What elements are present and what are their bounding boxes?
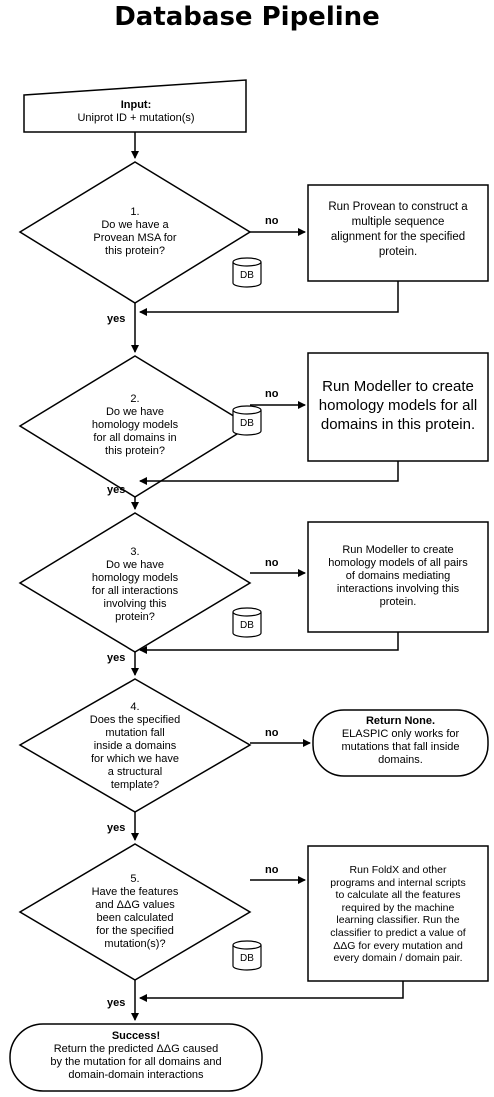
action-box-3 <box>307 521 489 633</box>
db-label: DB <box>240 270 254 281</box>
db-label: DB <box>240 418 254 429</box>
edge-label-yes: yes <box>107 822 126 834</box>
action-text-1: Run Provean to construct a multiple sequ… <box>328 201 468 258</box>
db-label: DB <box>240 620 254 631</box>
database-icon <box>232 257 262 288</box>
page-title: Database Pipeline <box>114 2 380 32</box>
connector-return-3 <box>139 632 399 654</box>
decision-text-4: 4. Does the specified mutation fall insi… <box>89 701 181 791</box>
database-icon <box>232 607 262 638</box>
input-text: Uniprot ID + mutation(s) <box>77 112 195 124</box>
connector-return-1 <box>139 281 399 316</box>
edge-label-no: no <box>265 727 279 739</box>
action-text-3: Run Modeller to create homology models o… <box>328 544 468 608</box>
edge-label-no: no <box>265 557 279 569</box>
success-heading: Success! <box>111 1030 161 1042</box>
edge-label-no: no <box>265 864 279 876</box>
edge-label-yes: yes <box>107 484 126 496</box>
action-box-2 <box>307 352 489 462</box>
connector-return-2 <box>139 461 399 485</box>
input-box <box>23 79 247 133</box>
input-heading: Input: <box>120 99 152 111</box>
input-label: Input: Uniprot ID + mutation(s) <box>30 99 242 125</box>
action-text-2: Run Modeller to create homology models f… <box>318 378 478 433</box>
edge-label-no: no <box>265 388 279 400</box>
decision-text-3: 3. Do we have homology models for all in… <box>91 546 179 623</box>
database-icon <box>232 405 262 436</box>
edge-label-no: no <box>265 215 279 227</box>
success-text: Success! Return the predicted ΔΔG caused… <box>14 1030 258 1082</box>
decision-text-5: 5. Have the features and ΔΔG values been… <box>91 873 179 950</box>
connector-return-5 <box>139 981 404 1002</box>
action-box-5 <box>307 845 489 982</box>
decision-text-2: 2. Do we have homology models for all do… <box>91 393 179 457</box>
database-icon <box>232 940 262 971</box>
terminal-return-none <box>312 709 489 777</box>
return-none-heading: Return None. <box>365 715 436 727</box>
edge-label-yes: yes <box>107 313 126 325</box>
action-box-1 <box>307 184 489 282</box>
db-label: DB <box>240 953 254 964</box>
return-none-text: Return None. ELASPIC only works for muta… <box>318 715 483 767</box>
terminal-success <box>9 1023 263 1092</box>
decision-text-1: 1. Do we have a Provean MSA for this pro… <box>93 206 177 257</box>
edge-label-yes: yes <box>107 997 126 1009</box>
edge-label-yes: yes <box>107 652 126 664</box>
action-text-5: Run FoldX and other programs and interna… <box>330 864 466 965</box>
